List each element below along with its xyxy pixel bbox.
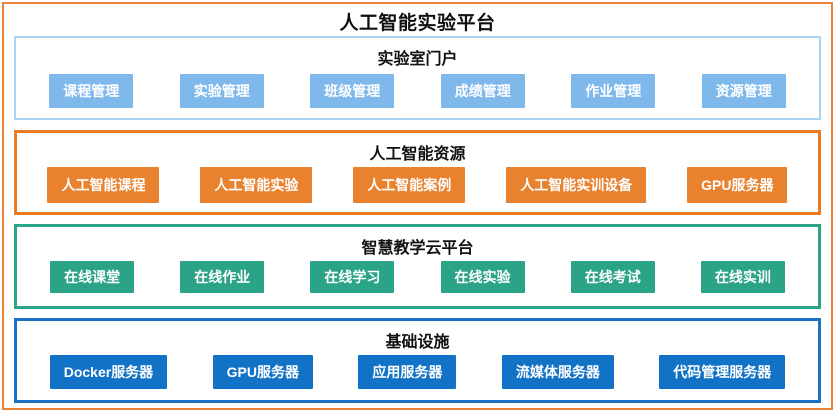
chip-gpu-server-resource[interactable]: GPU服务器 — [687, 167, 788, 203]
chip-ai-course[interactable]: 人工智能课程 — [47, 167, 160, 203]
chip-online-classroom[interactable]: 在线课堂 — [50, 261, 135, 293]
layer-ai-resource: 人工智能资源 人工智能课程 人工智能实验 人工智能案例 人工智能实训设备 GPU… — [14, 130, 821, 215]
layer-ai-resource-items: 人工智能课程 人工智能实验 人工智能案例 人工智能实训设备 GPU服务器 — [17, 167, 818, 203]
chip-resource-management[interactable]: 资源管理 — [701, 74, 786, 108]
chip-online-exam[interactable]: 在线考试 — [570, 261, 655, 293]
layer-teaching-cloud: 智慧教学云平台 在线课堂 在线作业 在线学习 在线实验 在线考试 在线实训 — [14, 224, 821, 309]
chip-gpu-server-infra[interactable]: GPU服务器 — [212, 355, 313, 389]
page-title: 人工智能实验平台 — [339, 13, 496, 34]
chip-experiment-management[interactable]: 实验管理 — [179, 74, 264, 108]
chip-docker-server[interactable]: Docker服务器 — [49, 355, 168, 389]
layer-teaching-cloud-items: 在线课堂 在线作业 在线学习 在线实验 在线考试 在线实训 — [17, 261, 818, 293]
chip-online-homework[interactable]: 在线作业 — [180, 261, 265, 293]
layer-infrastructure-items: Docker服务器 GPU服务器 应用服务器 流媒体服务器 代码管理服务器 — [17, 355, 818, 389]
layer-infrastructure-title: 基础设施 — [385, 334, 450, 351]
chip-online-training[interactable]: 在线实训 — [700, 261, 785, 293]
chip-streaming-server[interactable]: 流媒体服务器 — [501, 355, 614, 389]
chip-grade-management[interactable]: 成绩管理 — [440, 74, 525, 108]
layer-portal-items: 课程管理 实验管理 班级管理 成绩管理 作业管理 资源管理 — [16, 74, 819, 108]
chip-ai-experiment[interactable]: 人工智能实验 — [200, 167, 313, 203]
layer-portal: 实验室门户 课程管理 实验管理 班级管理 成绩管理 作业管理 资源管理 — [14, 36, 821, 120]
layer-ai-resource-title: 人工智能资源 — [369, 146, 466, 163]
chip-code-management-server[interactable]: 代码管理服务器 — [659, 355, 786, 389]
layer-teaching-cloud-title: 智慧教学云平台 — [361, 240, 474, 257]
chip-online-experiment[interactable]: 在线实验 — [440, 261, 525, 293]
chip-class-management[interactable]: 班级管理 — [310, 74, 395, 108]
chip-online-learning[interactable]: 在线学习 — [310, 261, 395, 293]
chip-ai-case[interactable]: 人工智能案例 — [353, 167, 466, 203]
layer-portal-title: 实验室门户 — [377, 51, 458, 68]
chip-application-server[interactable]: 应用服务器 — [358, 355, 457, 389]
layer-infrastructure: 基础设施 Docker服务器 GPU服务器 应用服务器 流媒体服务器 代码管理服… — [14, 318, 821, 403]
chip-homework-management[interactable]: 作业管理 — [571, 74, 656, 108]
chip-course-management[interactable]: 课程管理 — [49, 74, 134, 108]
chip-ai-training-equipment[interactable]: 人工智能实训设备 — [506, 167, 647, 203]
